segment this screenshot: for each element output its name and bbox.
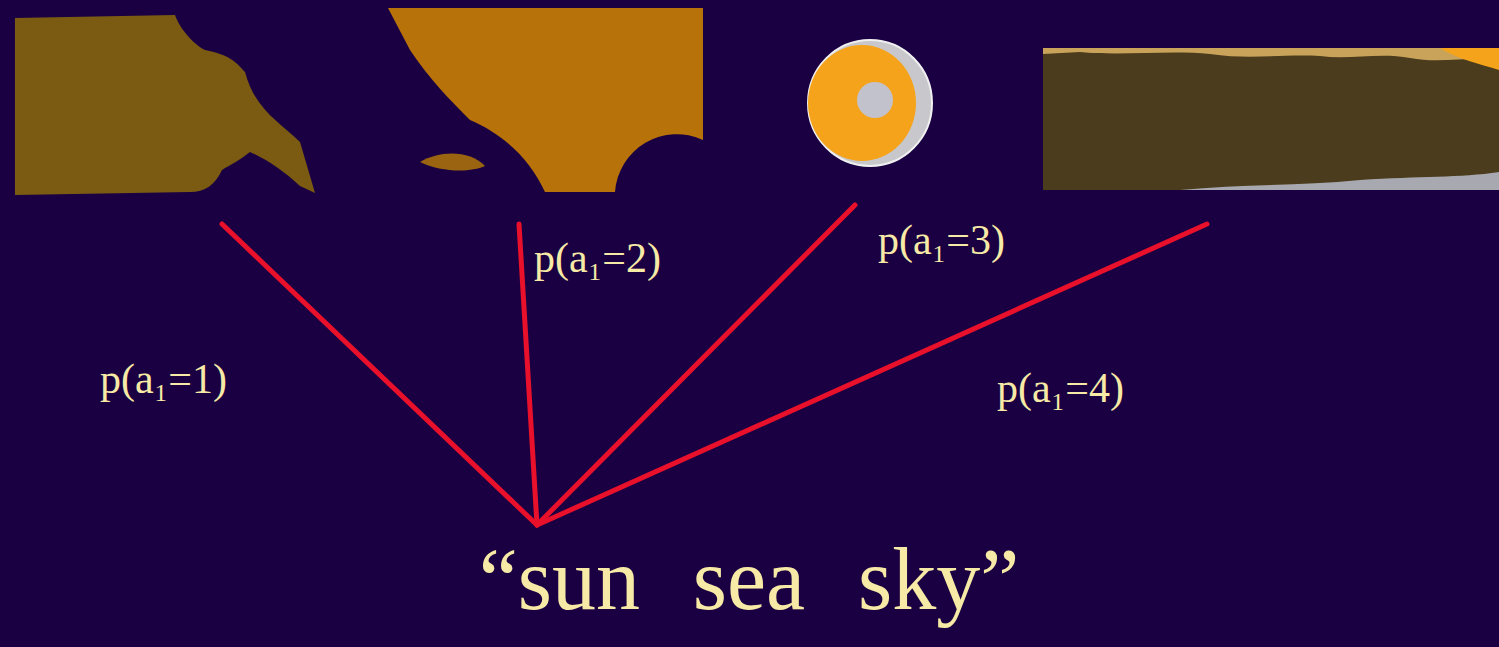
probability-label: p(a₁=1) <box>100 358 227 400</box>
segment-three-core <box>857 82 893 118</box>
probability-label: p(a₁=3) <box>878 219 1005 261</box>
segment-three-sun <box>808 45 916 161</box>
probability-label: p(a₁=2) <box>534 237 661 279</box>
segment-one <box>15 15 315 195</box>
segment-four <box>1043 48 1499 190</box>
segment-two <box>388 8 703 192</box>
leader-line <box>222 224 537 525</box>
segment-four-bottom-edge <box>1180 172 1499 190</box>
segment-three-ring <box>808 40 932 166</box>
segment-two-blob <box>420 153 485 170</box>
probability-label: p(a₁=4) <box>997 367 1124 409</box>
segment-four-sun-edge <box>1440 48 1499 70</box>
caption-words: “sun sea sky” <box>479 536 1020 624</box>
segment-four-top-edge <box>1043 48 1499 60</box>
